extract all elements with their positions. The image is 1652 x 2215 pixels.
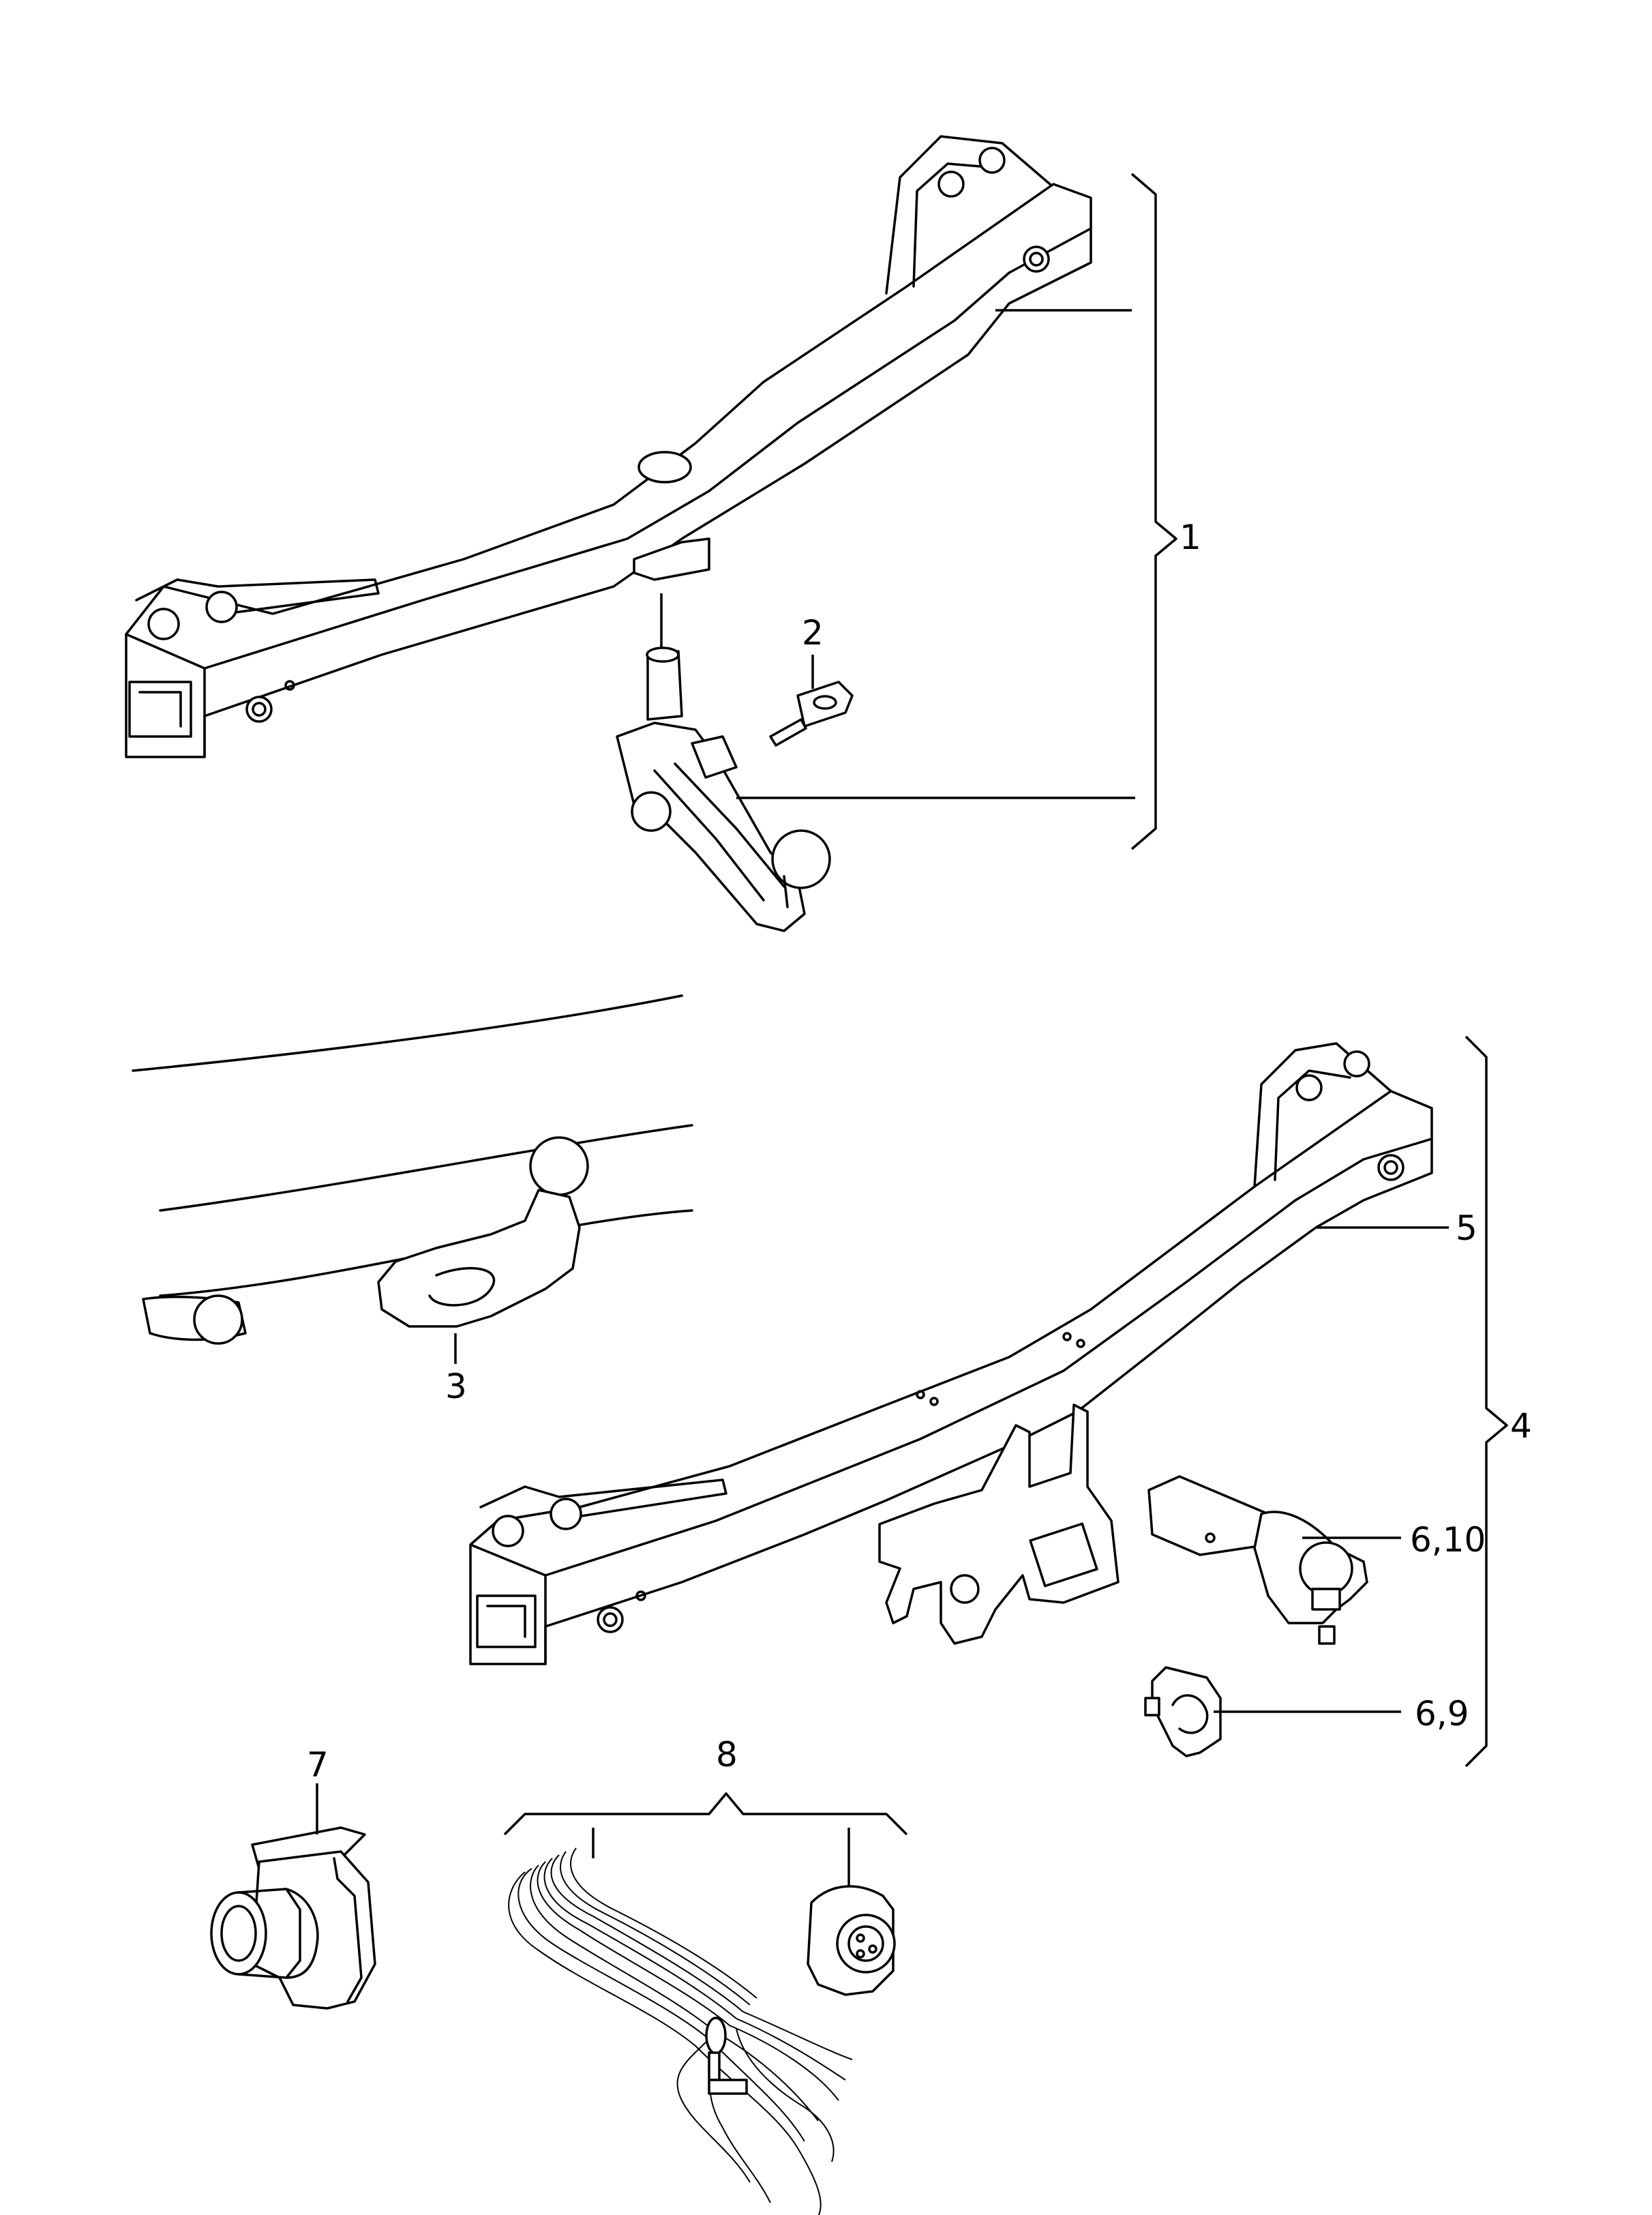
wiring-harness bbox=[508, 1847, 853, 2215]
bracket-8 bbox=[503, 1792, 908, 1836]
detachable-ball-neck bbox=[616, 593, 831, 932]
callout-6-10: 6,10 bbox=[1410, 1520, 1486, 1560]
callout-3: 3 bbox=[445, 1367, 467, 1406]
trailer-socket-small bbox=[1144, 1666, 1222, 1757]
bracket-4 bbox=[1465, 1035, 1508, 1768]
trailer-socket-13pin bbox=[210, 1826, 376, 2010]
bracket-1 bbox=[1130, 173, 1177, 850]
hitch-ball bbox=[529, 1136, 589, 1196]
rear-bumper-view bbox=[132, 994, 693, 1345]
callout-7: 7 bbox=[307, 1745, 329, 1785]
callout-6-9: 6,9 bbox=[1415, 1694, 1469, 1734]
trailer-socket-round bbox=[807, 1885, 896, 1996]
ball-mount bbox=[1147, 1475, 1368, 1645]
callout-8: 8 bbox=[716, 1735, 738, 1774]
callout-4: 4 bbox=[1510, 1406, 1532, 1446]
callout-1: 1 bbox=[1180, 518, 1201, 557]
callout-2: 2 bbox=[802, 613, 824, 653]
lock-key bbox=[769, 655, 854, 747]
crossmember-fixed bbox=[469, 1042, 1433, 1665]
crossmember-detachable bbox=[125, 135, 1092, 758]
callout-5: 5 bbox=[1456, 1208, 1477, 1248]
